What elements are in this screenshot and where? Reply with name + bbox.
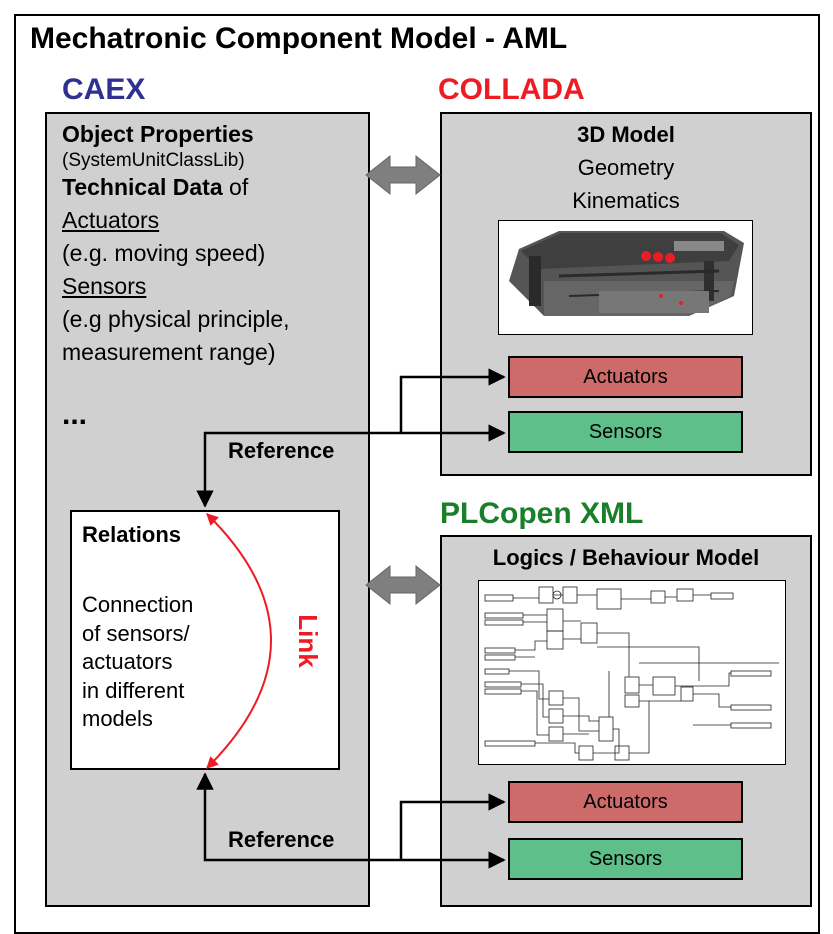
3d-model-render xyxy=(509,231,744,316)
relations-line: models xyxy=(82,706,153,731)
reference-arrow-top xyxy=(399,368,506,433)
caex-actuators-heading: Actuators xyxy=(62,207,160,233)
collada-sensors-box: Sensors xyxy=(508,411,743,453)
reference-label-bottom: Reference xyxy=(228,827,335,852)
plcopen-model-title: Logics / Behaviour Model xyxy=(492,545,760,570)
collada-geometry: Geometry xyxy=(577,155,675,180)
caex-sensors-example-2: measurement range) xyxy=(62,339,276,365)
caex-sensors-heading: Sensors xyxy=(62,273,147,299)
link-arc xyxy=(206,513,272,769)
plcopen-sensors-box: Sensors xyxy=(508,838,743,880)
plcopen-actuators-box: Actuators xyxy=(508,781,743,823)
caex-ellipsis: ... xyxy=(62,398,88,431)
relations-line: in different xyxy=(82,677,185,703)
relations-line: Connection xyxy=(82,592,194,617)
3d-model-image xyxy=(498,220,753,335)
caex-sensors-example-1: (e.g physical principle, xyxy=(62,306,290,332)
reference-arrow-top xyxy=(196,431,401,508)
logic-diagram-render xyxy=(484,586,779,761)
collada-actuators-box: Actuators xyxy=(508,356,743,398)
collada-label: COLLADA xyxy=(438,73,585,106)
logic-diagram-image xyxy=(478,580,786,765)
double-arrow-top xyxy=(365,154,441,196)
caex-actuators-example: (e.g. moving speed) xyxy=(62,240,266,266)
collada-model-title: 3D Model xyxy=(577,122,675,147)
caex-label: CAEX xyxy=(62,73,146,106)
technical-data-line: Technical Data of xyxy=(62,173,290,202)
link-label: Link xyxy=(293,614,323,668)
technical-data-of: of xyxy=(222,174,249,200)
relations-line: of sensors/ xyxy=(82,620,190,646)
object-properties-heading: Object Properties xyxy=(62,121,254,147)
plcopen-label: PLCopen XML xyxy=(440,497,644,530)
reference-arrow-bottom xyxy=(196,772,401,862)
reference-arrow-bottom xyxy=(399,793,506,860)
relations-heading: Relations xyxy=(82,522,182,547)
reference-label-top: Reference xyxy=(228,438,335,463)
relations-box xyxy=(70,510,340,770)
relations-text: Connection of sensors/ actuators in diff… xyxy=(82,591,193,734)
suclib-label: (SystemUnitClassLib) xyxy=(62,150,245,171)
caex-properties-text: Object Properties (SystemUnitClassLib) T… xyxy=(62,120,290,367)
diagram-title: Mechatronic Component Model - AML xyxy=(30,22,568,55)
double-arrow-bottom xyxy=(365,564,441,606)
technical-data-heading: Technical Data xyxy=(62,174,223,200)
collada-kinematics: Kinematics xyxy=(572,188,680,213)
relations-line: actuators xyxy=(82,649,173,674)
